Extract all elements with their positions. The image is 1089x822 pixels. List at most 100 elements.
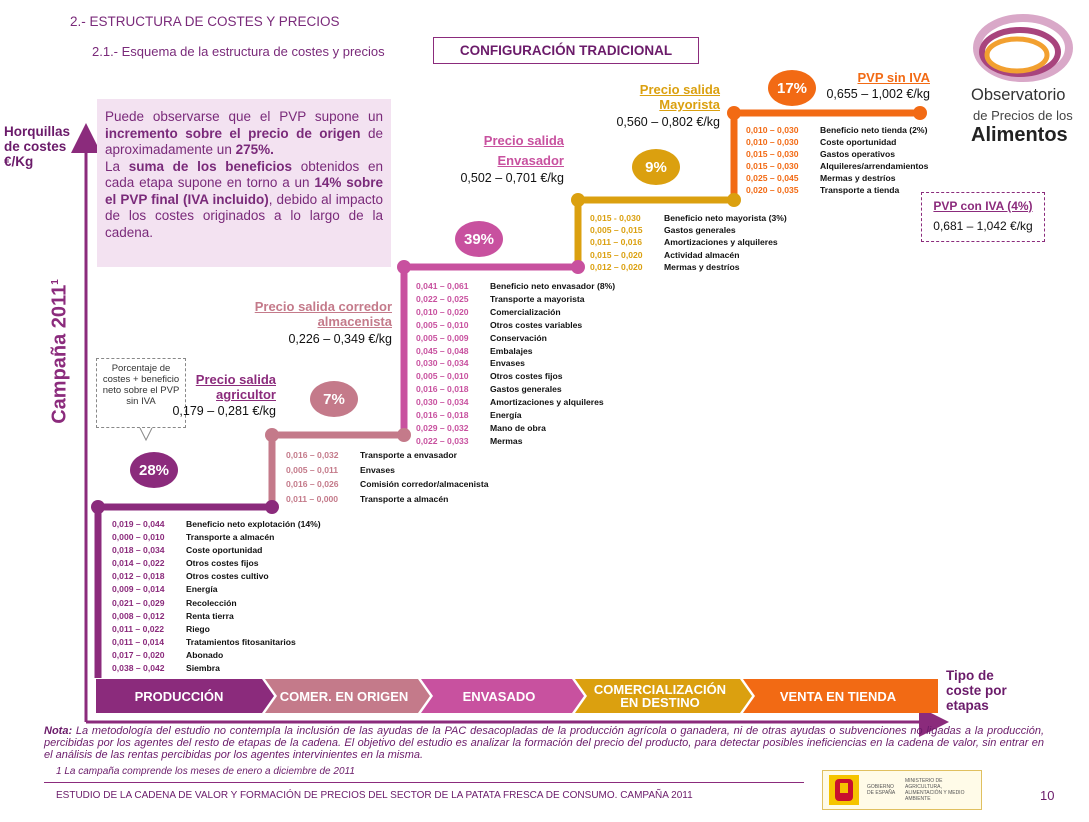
cost-range: 0,030 – 0,034 bbox=[416, 397, 469, 408]
cost-range: 0,015 - 0,030 bbox=[590, 213, 641, 223]
footer-title: ESTUDIO DE LA CADENA DE VALOR Y FORMACIÓ… bbox=[56, 790, 693, 801]
price-mayorista: Precio salida Mayorista 0,560 – 0,802 €/… bbox=[616, 82, 720, 129]
cost-label: Energía bbox=[490, 410, 522, 421]
stage-bar bbox=[96, 679, 938, 713]
node-tienda-low bbox=[727, 106, 741, 120]
node-destino-low bbox=[571, 193, 585, 207]
pct-tienda: 17% bbox=[768, 70, 816, 106]
cost-range: 0,011 – 0,000 bbox=[286, 493, 339, 504]
cost-range: 0,009 – 0,014 bbox=[112, 584, 165, 595]
logo-swirl-icon bbox=[973, 14, 1073, 82]
cost-range: 0,016 – 0,018 bbox=[416, 384, 469, 395]
cost-label: Mermas y destríos bbox=[664, 261, 740, 272]
ministry-logo: GOBIERNO DE ESPAÑA MINISTERIO DE AGRICUL… bbox=[822, 770, 982, 810]
cost-row: 0,016 – 0,018 Gastos generales bbox=[416, 383, 615, 396]
cost-range: 0,011 – 0,014 bbox=[112, 636, 165, 647]
cost-label: Recolección bbox=[186, 597, 237, 608]
cost-range: 0,005 – 0,009 bbox=[416, 332, 469, 343]
cost-label: Beneficio neto mayorista (3%) bbox=[664, 213, 787, 223]
cost-label: Amortizaciones y alquileres bbox=[664, 237, 778, 248]
cost-range: 0,019 – 0,044 bbox=[112, 519, 165, 529]
cost-label: Otros costes fijos bbox=[186, 558, 259, 569]
cost-label: Beneficio neto explotación (14%) bbox=[186, 519, 321, 529]
cost-range: 0,012 – 0,020 bbox=[590, 261, 643, 272]
x-axis-label: Tipo de coste por etapas bbox=[946, 668, 1007, 713]
stage-envasado: ENVASADO bbox=[462, 688, 536, 704]
node-destino bbox=[727, 193, 741, 207]
stage-origen: COMER. EN ORIGEN bbox=[279, 688, 409, 704]
cost-label: Transporte a almacén bbox=[186, 532, 275, 543]
cost-label: Gastos generales bbox=[490, 384, 562, 395]
cost-label: Transporte a tienda bbox=[820, 184, 900, 195]
cost-range: 0,018 – 0,034 bbox=[112, 545, 165, 556]
costs-envasado: 0,041 – 0,061 Beneficio neto envasador (8… bbox=[416, 280, 615, 448]
node-origen bbox=[397, 428, 411, 442]
cost-range: 0,017 – 0,020 bbox=[112, 649, 165, 660]
stage-envasado-shape bbox=[421, 679, 584, 713]
cost-range: 0,005 – 0,015 bbox=[590, 225, 643, 236]
pvp-iva-box: PVP con IVA (4%) 0,681 – 1,042 €/kg bbox=[921, 192, 1045, 242]
cost-range: 0,005 – 0,011 bbox=[286, 464, 339, 475]
cost-row: 0,011 – 0,014 Tratamientos fitosanitarios bbox=[112, 636, 321, 649]
cost-range: 0,020 – 0,035 bbox=[746, 184, 799, 195]
cost-label: Actividad almacén bbox=[664, 249, 740, 260]
cost-label: Otros costes cultivo bbox=[186, 571, 269, 582]
section-title: 2.- ESTRUCTURA DE COSTES Y PRECIOS bbox=[70, 14, 340, 29]
cost-label: Gastos generales bbox=[664, 225, 736, 236]
cost-range: 0,041 – 0,061 bbox=[416, 281, 469, 291]
cost-label: Mano de obra bbox=[490, 422, 546, 433]
stage-produccion-shape bbox=[96, 679, 274, 713]
cost-range: 0,015 – 0,030 bbox=[746, 160, 799, 171]
cost-label: Abonado bbox=[186, 649, 224, 660]
price-envasador: Precio salida Envasador 0,502 – 0,701 €/… bbox=[460, 133, 564, 185]
price-pvp-sin-iva: PVP sin IVA 0,655 – 1,002 €/kg bbox=[826, 70, 930, 101]
cost-range: 0,015 – 0,020 bbox=[590, 249, 643, 260]
cost-range: 0,029 – 0,032 bbox=[416, 422, 469, 433]
y-axis-label: Horquillas de costes €/Kg bbox=[4, 124, 71, 169]
cost-label: Transporte a envasador bbox=[360, 450, 457, 460]
cost-label: Energía bbox=[186, 584, 218, 595]
cost-label: Comisión corredor/almacenista bbox=[360, 479, 489, 489]
cost-range: 0,014 – 0,022 bbox=[112, 558, 165, 569]
cost-row: 0,030 – 0,034 Amortizaciones y alquileres bbox=[416, 396, 615, 409]
pct-envasado: 39% bbox=[455, 221, 503, 257]
cost-row: 0,015 – 0,020 Actividad almacén bbox=[590, 249, 787, 261]
cost-label: Beneficio neto envasador (8%) bbox=[490, 281, 616, 291]
cost-row: 0,012 – 0,020 Mermas y destríos bbox=[590, 261, 787, 273]
cost-label: Amortizaciones y alquileres bbox=[490, 397, 604, 408]
price-agricultor: Precio salida agricultor 0,179 – 0,281 €… bbox=[172, 372, 276, 418]
coat-of-arms-icon bbox=[829, 775, 859, 805]
cost-label: Tratamientos fitosanitarios bbox=[186, 636, 296, 647]
stage-tienda-shape bbox=[743, 679, 938, 713]
cost-row: 0,015 - 0,030 Beneficio neto mayorista (3… bbox=[590, 212, 787, 224]
subsection-title: 2.1.- Esquema de la estructura de costes… bbox=[92, 44, 385, 59]
cost-row: 0,005 – 0,015 Gastos generales bbox=[590, 224, 787, 236]
cost-range: 0,016 – 0,018 bbox=[416, 410, 469, 421]
cost-label: Otros costes fijos bbox=[490, 371, 563, 382]
cost-label: Beneficio neto tienda (2%) bbox=[820, 125, 928, 135]
cost-label: Mermas bbox=[490, 435, 523, 446]
percentage-callout: Porcentaje de costes + beneficio neto so… bbox=[96, 358, 186, 428]
node-tienda bbox=[913, 106, 927, 120]
cost-range: 0,021 – 0,029 bbox=[112, 597, 165, 608]
price-corredor: Precio salida corredor almacenista 0,226… bbox=[254, 299, 392, 346]
cost-label: Comercialización bbox=[490, 306, 561, 317]
cost-row: 0,017 – 0,020 Abonado bbox=[112, 649, 321, 662]
pct-destino: 9% bbox=[632, 149, 680, 185]
